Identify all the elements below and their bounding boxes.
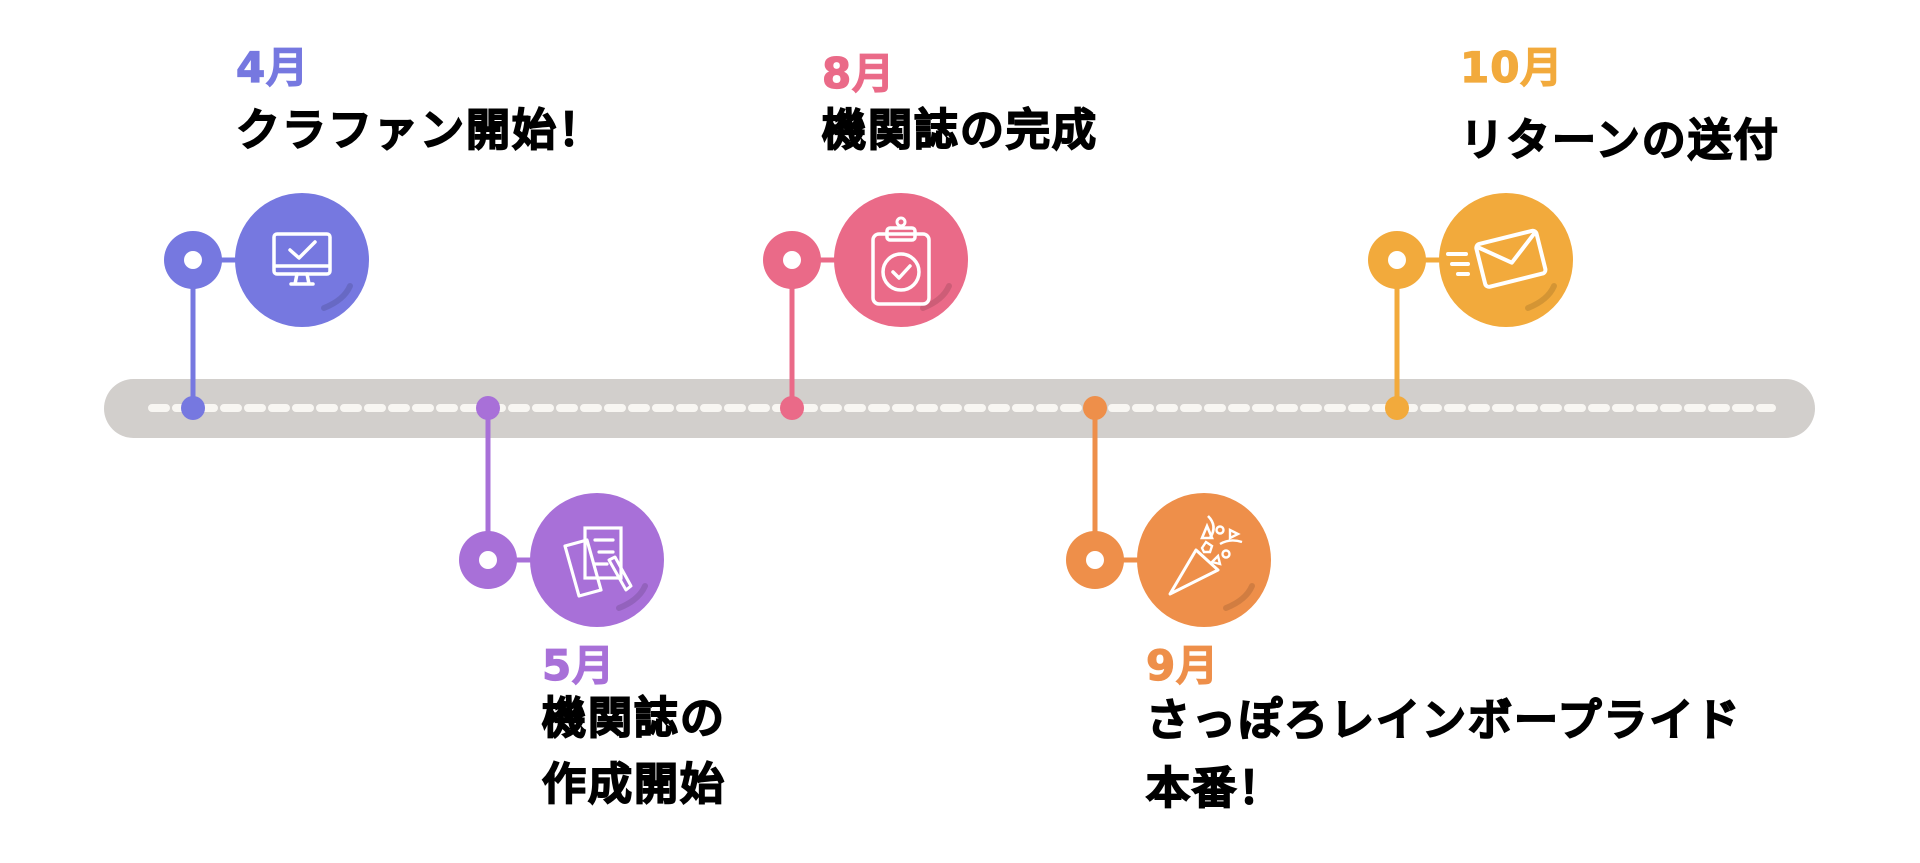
shine-arc <box>616 583 648 611</box>
track-dot <box>1385 396 1409 420</box>
track-dot <box>476 396 500 420</box>
track-dot <box>780 396 804 420</box>
icon-circle <box>1137 493 1271 627</box>
ring-node-hole <box>783 251 801 269</box>
shine-arc <box>1223 583 1255 611</box>
envelope-send-icon <box>1446 228 1548 289</box>
milestone-april-title: クラファン開始！ <box>235 104 604 157</box>
milestone-may-title-line-2: 作成開始 <box>541 758 726 811</box>
documents-pencil-icon <box>563 526 633 598</box>
milestone-september-month: 9月 <box>1145 641 1220 690</box>
ring-node-hole <box>184 251 202 269</box>
milestone-october <box>1368 193 1573 420</box>
track-dot <box>181 396 205 420</box>
milestone-october-month: 10月 <box>1459 43 1564 92</box>
icon-circle <box>834 193 968 327</box>
milestone-august <box>763 193 968 420</box>
milestone-october-title: リターンの送付 <box>1459 114 1780 167</box>
milestone-april-month: 4月 <box>235 43 310 92</box>
shine-arc <box>1525 283 1557 311</box>
milestone-september-title-line-1: さっぽろレインボープライド <box>1145 694 1742 747</box>
milestone-april <box>164 193 369 420</box>
shine-arc <box>321 283 353 311</box>
ring-node-hole <box>1388 251 1406 269</box>
shine-arc <box>920 283 952 311</box>
milestone-may <box>459 396 664 627</box>
party-popper-icon <box>1168 515 1243 596</box>
milestone-may-title-line-1: 機関誌の <box>541 692 726 745</box>
monitor-check-icon <box>272 232 332 286</box>
milestone-may-month: 5月 <box>541 641 616 690</box>
milestone-august-month: 8月 <box>821 49 896 98</box>
milestone-september-title-line-2: 本番！ <box>1145 762 1284 815</box>
milestone-september <box>1066 396 1271 627</box>
clipboard-check-icon <box>871 216 931 306</box>
icon-circle <box>235 193 369 327</box>
milestone-august-title: 機関誌の完成 <box>821 104 1098 157</box>
ring-node-hole <box>1086 551 1104 569</box>
icon-circle <box>530 493 664 627</box>
ring-node-hole <box>479 551 497 569</box>
track-dot <box>1083 396 1107 420</box>
